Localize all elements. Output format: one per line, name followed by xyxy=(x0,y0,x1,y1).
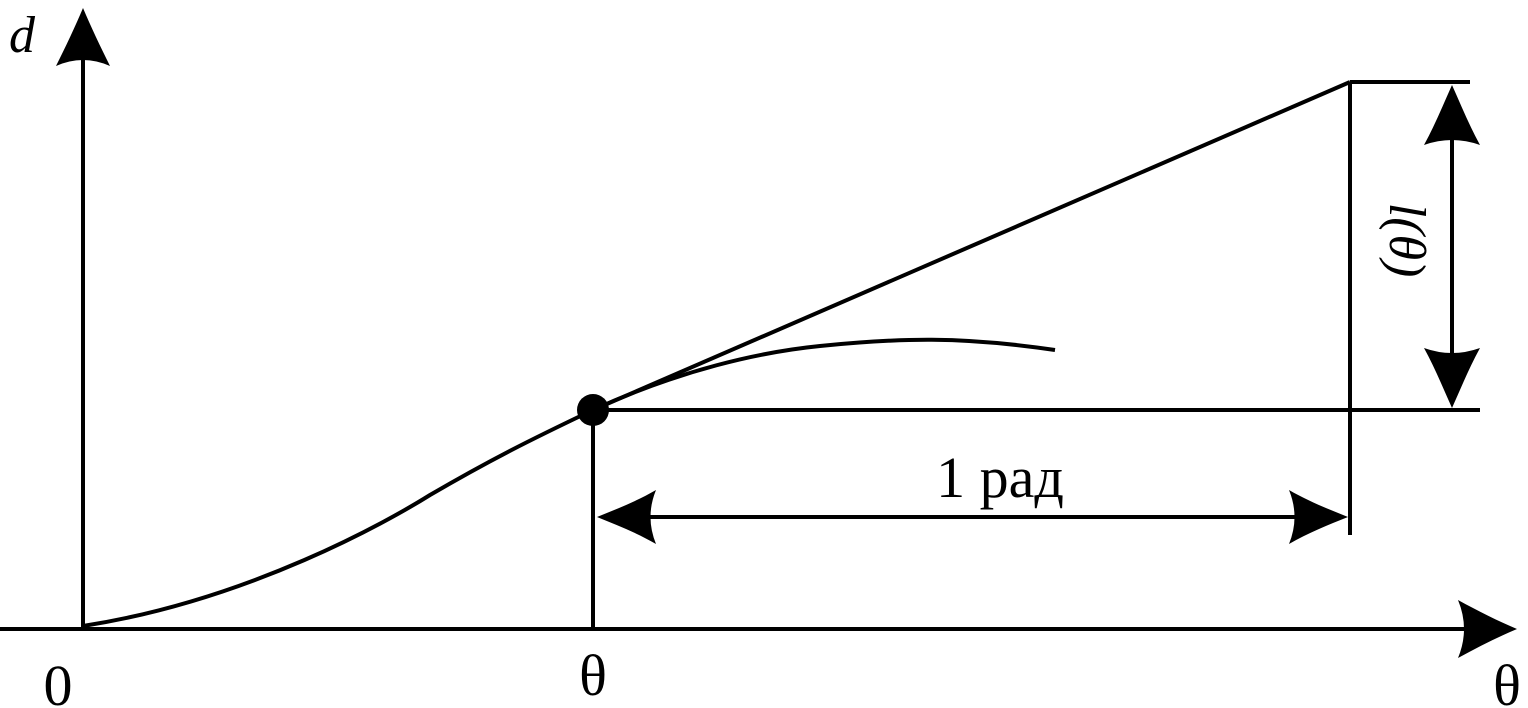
y-axis-arrow-icon xyxy=(56,8,110,66)
one-radian-label: 1 рад xyxy=(936,445,1064,510)
right-dimension-arrow-icon xyxy=(1289,490,1348,544)
distance-curve xyxy=(82,337,1056,628)
left-dimension-arrow-icon xyxy=(597,490,656,544)
x-axis-label: θ xyxy=(1493,653,1521,708)
down-dimension-arrow-icon xyxy=(1424,348,1480,408)
up-dimension-arrow-icon xyxy=(1424,85,1480,145)
y-axis-label: d xyxy=(9,7,36,64)
slope-label: l(θ) xyxy=(1378,203,1435,278)
tangent-line xyxy=(592,80,1351,412)
origin-label: 0 xyxy=(44,653,73,708)
theta-tick-label: θ xyxy=(579,643,607,708)
tangent-point xyxy=(577,394,609,426)
x-axis-arrow-icon xyxy=(1458,600,1517,658)
